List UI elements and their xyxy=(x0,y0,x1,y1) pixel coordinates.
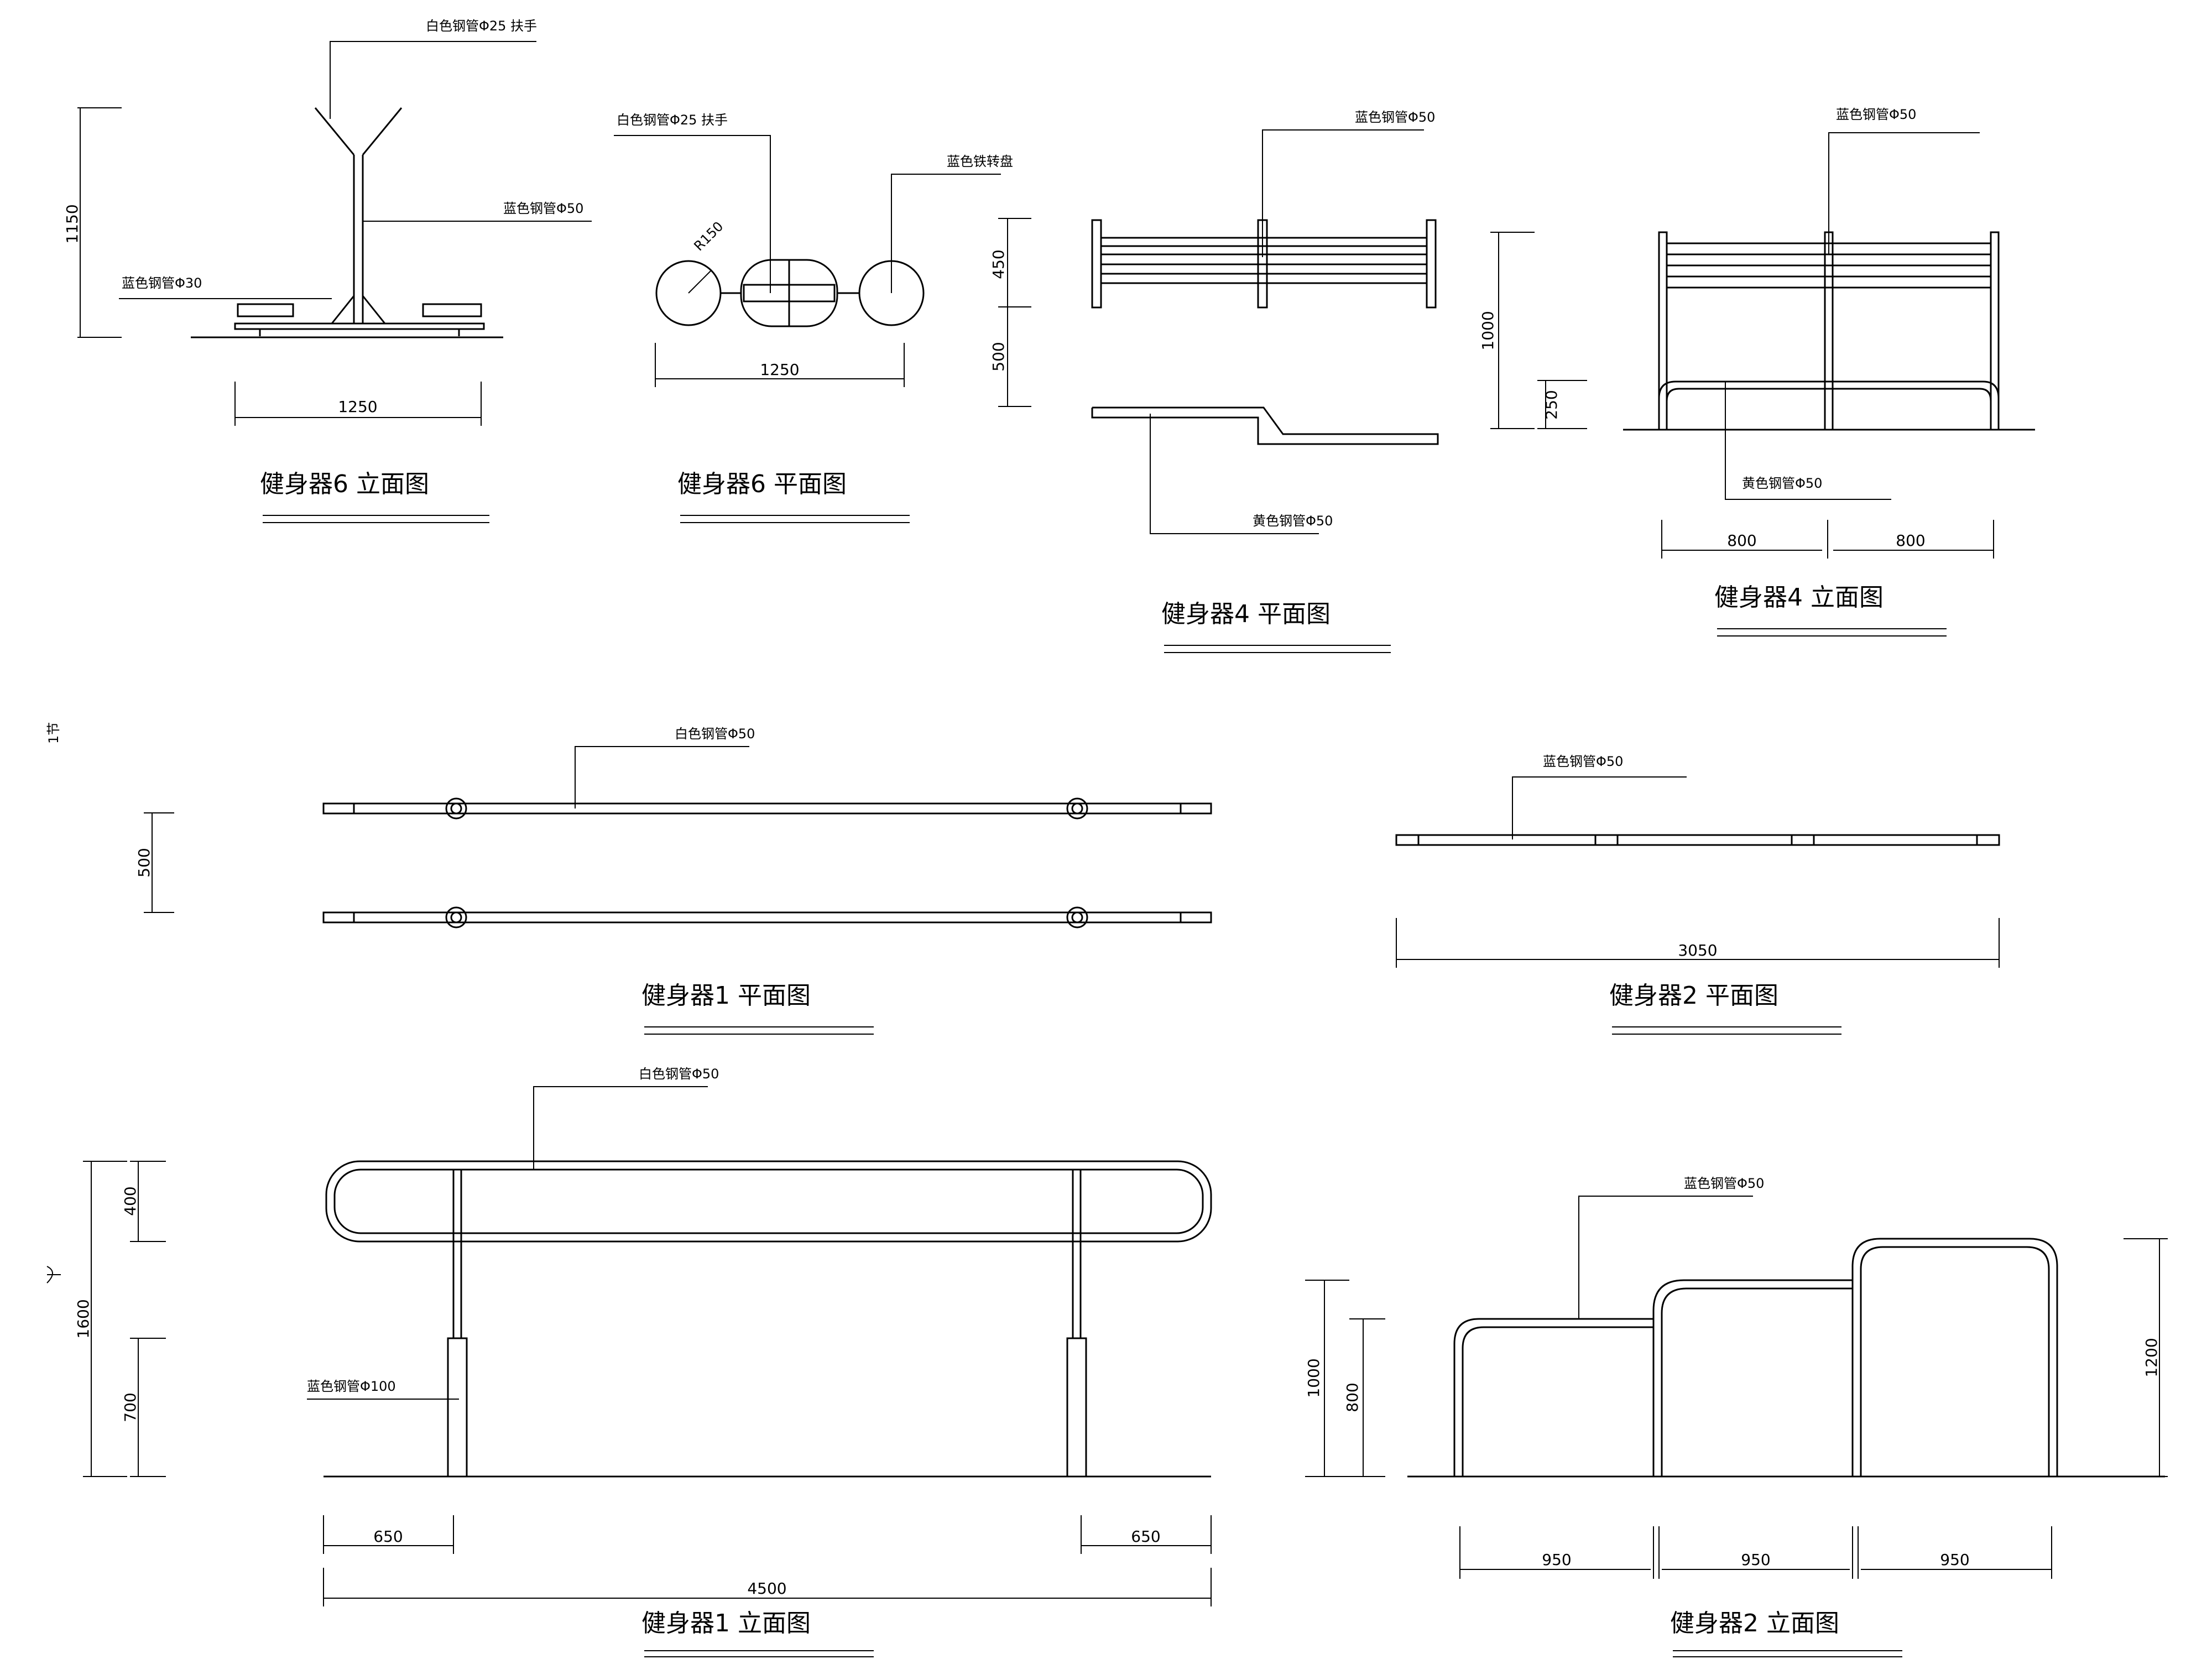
label-white-pipe-50-eq1plan: 白色钢管Φ50 xyxy=(675,726,755,742)
title-eq4-elevation: 健身器4 立面图 xyxy=(1714,583,1884,612)
dim-950-3: 950 xyxy=(1940,1551,1969,1569)
label-blue-pipe-50-eq4plan: 蓝色钢管Φ50 xyxy=(1355,109,1435,125)
dim-1000-eq4: 1000 xyxy=(1479,311,1497,350)
dim-450: 450 xyxy=(989,249,1008,279)
title-eq6-elevation: 健身器6 立面图 xyxy=(260,470,429,498)
dim-800-right: 800 xyxy=(1896,531,1925,550)
equipment-2-elevation: 1000 800 1200 蓝色钢管Φ50 950 950 950 xyxy=(1305,1176,2168,1657)
dim-1250-plan: 1250 xyxy=(760,361,799,379)
dim-4500: 4500 xyxy=(747,1579,786,1598)
label-blue-pipe-50-eq2plan: 蓝色钢管Φ50 xyxy=(1543,754,1623,769)
title-eq2-elevation: 健身器2 立面图 xyxy=(1670,1609,1839,1637)
section-mark: 1节 xyxy=(46,722,61,744)
title-eq2-plan: 健身器2 平面图 xyxy=(1609,982,1778,1010)
label-white-pipe-50-eq1elev: 白色钢管Φ50 xyxy=(639,1066,719,1082)
dim-650-left: 650 xyxy=(373,1527,403,1546)
dim-500-eq1: 500 xyxy=(135,848,153,877)
label-white-pipe-handle: 白色钢管Φ25 扶手 xyxy=(426,18,537,34)
dim-250: 250 xyxy=(1542,390,1561,419)
dim-1600: 1600 xyxy=(74,1299,92,1338)
dim-400: 400 xyxy=(121,1186,139,1215)
equipment-1-plan: 500 白色钢管Φ50 健身器1 平面图 xyxy=(135,726,1212,1035)
dim-800-left: 800 xyxy=(1727,531,1756,550)
equipment-4-elevation: 1000 250 蓝色钢管Φ50 黄色钢管Φ50 800 800 健身器4 立面… xyxy=(1479,107,2035,637)
label-blue-pipe-50-eq4elev: 蓝色钢管Φ50 xyxy=(1836,107,1916,122)
title-eq1-elevation: 健身器1 立面图 xyxy=(641,1609,811,1637)
dim-1200: 1200 xyxy=(2142,1338,2161,1377)
dim-800-eq2: 800 xyxy=(1343,1383,1361,1412)
title-eq1-plan: 健身器1 平面图 xyxy=(641,982,811,1010)
title-eq6-plan: 健身器6 平面图 xyxy=(677,470,847,498)
equipment-6-plan: R150 白色钢管Φ25 扶手 蓝色铁转盘 1250 健身器6 平面图 xyxy=(614,112,1013,523)
label-blue-iron-turntable: 蓝色铁转盘 xyxy=(947,154,1013,169)
label-white-pipe-handle-plan: 白色钢管Φ25 扶手 xyxy=(617,112,728,128)
label-blue-pipe-30: 蓝色钢管Φ30 xyxy=(122,275,202,291)
dim-650-right: 650 xyxy=(1131,1527,1160,1546)
label-blue-pipe-50-eq2elev: 蓝色钢管Φ50 xyxy=(1684,1176,1764,1191)
dim-3050: 3050 xyxy=(1678,941,1717,959)
dim-1250-elev: 1250 xyxy=(338,398,377,416)
equipment-6-elevation: 1150 白色钢管Φ25 扶手 蓝色钢管Φ50 蓝色钢管Φ30 1250 健身器… xyxy=(63,18,592,523)
dim-950-1: 950 xyxy=(1542,1551,1571,1569)
label-yellow-pipe-50-eq4plan: 黄色钢管Φ50 xyxy=(1253,513,1333,529)
dim-500-eq4: 500 xyxy=(989,342,1008,371)
dim-1150: 1150 xyxy=(63,204,81,243)
equipment-4-plan: 450 500 蓝色钢管Φ50 黄色钢管Φ50 健身器4 平面图 xyxy=(989,109,1439,653)
label-blue-pipe-100: 蓝色钢管Φ100 xyxy=(307,1379,396,1394)
dim-1000-eq2: 1000 xyxy=(1305,1358,1323,1397)
title-eq4-plan: 健身器4 平面图 xyxy=(1161,600,1331,628)
label-yellow-pipe-50-eq4elev: 黄色钢管Φ50 xyxy=(1742,476,1822,491)
dim-700: 700 xyxy=(121,1392,139,1422)
equipment-2-plan: 蓝色钢管Φ50 3050 健身器2 平面图 xyxy=(1395,754,2000,1035)
label-blue-pipe-50: 蓝色钢管Φ50 xyxy=(503,201,583,216)
equipment-1-elevation: 1600 400 700 白色钢管Φ50 蓝色钢管Φ100 650 65 xyxy=(46,1066,1212,1657)
dim-950-2: 950 xyxy=(1741,1551,1770,1569)
label-r150: R150 xyxy=(691,218,726,254)
